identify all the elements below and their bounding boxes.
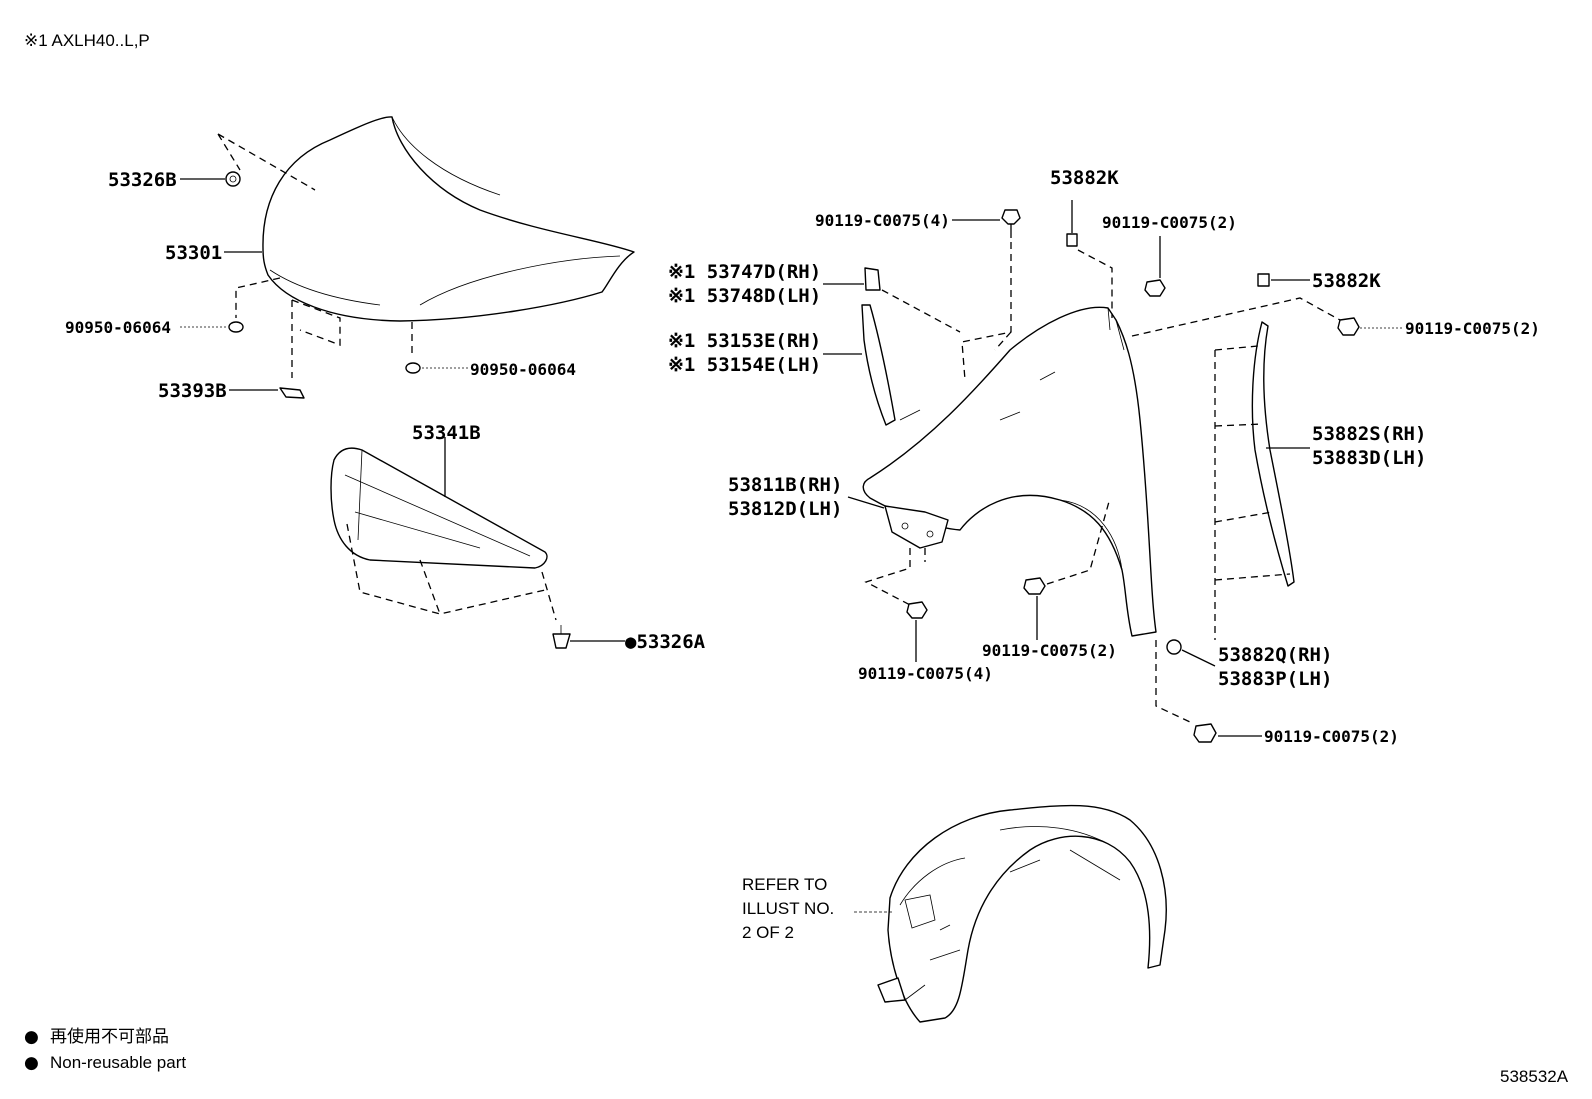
callout-53301: 53301 bbox=[165, 242, 222, 264]
callout-90950-right: 90950-06064 bbox=[470, 360, 576, 379]
callout-53811b: 53811B(RH) bbox=[728, 474, 842, 496]
fender-cap-53747d[interactable] bbox=[864, 267, 881, 291]
fender-bolt-far-right[interactable] bbox=[1337, 317, 1360, 336]
callout-53153e: ※1 53153E(RH) bbox=[668, 330, 821, 352]
legend-marker-2: ● bbox=[24, 1053, 39, 1073]
callout-53882k-right: 53882K bbox=[1312, 270, 1381, 292]
insulator-clip-53326a[interactable] bbox=[552, 625, 571, 649]
refer-note-line-1: REFER TO bbox=[742, 875, 827, 894]
callout-53154e: ※1 53154E(LH) bbox=[668, 354, 821, 376]
callout-53882k-top: 53882K bbox=[1050, 167, 1119, 189]
callout-53326a: ●53326A bbox=[625, 631, 706, 653]
fender-bolt-middle[interactable] bbox=[1023, 577, 1046, 595]
fender-liner-53882s[interactable] bbox=[1251, 321, 1295, 587]
callout-53812d: 53812D(LH) bbox=[728, 498, 842, 520]
callout-90119-4-top: 90119-C0075(4) bbox=[815, 211, 950, 230]
fender-seal-53153e[interactable] bbox=[861, 304, 896, 426]
hood-grommet-left[interactable] bbox=[228, 321, 244, 333]
callout-53341b: 53341B bbox=[412, 422, 481, 444]
fender-bracket-53811b[interactable] bbox=[884, 505, 949, 549]
refer-note-line-2: ILLUST NO. bbox=[742, 899, 834, 918]
hood-grommet-right[interactable] bbox=[405, 362, 421, 374]
callout-90119-2-mid: 90119-C0075(2) bbox=[982, 641, 1117, 660]
callout-53748d: ※1 53748D(LH) bbox=[668, 285, 821, 307]
callout-53882q: 53882Q(RH) bbox=[1218, 644, 1332, 666]
fender-clip-53882q[interactable] bbox=[1166, 639, 1182, 655]
header-note: ※1 AXLH40..L,P bbox=[24, 31, 150, 50]
callout-90950-left: 90950-06064 bbox=[65, 318, 171, 337]
figure-number: 538532A bbox=[1500, 1067, 1569, 1086]
legend-marker-1: ● bbox=[24, 1027, 39, 1047]
hood-clip-53393b[interactable] bbox=[279, 387, 305, 399]
callout-53883d: 53883D(LH) bbox=[1312, 447, 1426, 469]
callout-90119-4-bottom: 90119-C0075(4) bbox=[858, 664, 993, 683]
legend-text-jp: 再使用不可部品 bbox=[50, 1026, 169, 1047]
legend: ● 再使用不可部品 ● Non-reusable part bbox=[24, 1026, 186, 1073]
callout-53393b: 53393B bbox=[158, 380, 227, 402]
callout-90119-2-top: 90119-C0075(2) bbox=[1102, 213, 1237, 232]
legend-text-en: Non-reusable part bbox=[50, 1053, 186, 1072]
fender-clip-53882k-top[interactable] bbox=[1066, 233, 1078, 247]
hood-insulator-53341b[interactable] bbox=[330, 447, 548, 569]
hood-panel[interactable] bbox=[262, 116, 635, 322]
fender-clip-53882k-right[interactable] bbox=[1257, 273, 1270, 287]
callout-53882s: 53882S(RH) bbox=[1312, 423, 1426, 445]
callout-90119-2-bottom: 90119-C0075(2) bbox=[1264, 727, 1399, 746]
refer-note-line-3: 2 OF 2 bbox=[742, 923, 794, 942]
callout-53883p: 53883P(LH) bbox=[1218, 668, 1332, 690]
front-fender-panel[interactable] bbox=[862, 306, 1157, 637]
fender-bolt-bottom[interactable] bbox=[1193, 723, 1217, 743]
callout-53326b: 53326B bbox=[108, 169, 177, 191]
fender-liner-assembly[interactable] bbox=[877, 804, 1167, 1023]
fender-bolt-lower-left[interactable] bbox=[906, 601, 928, 619]
callout-53747d: ※1 53747D(RH) bbox=[668, 261, 821, 283]
callout-90119-2-right: 90119-C0075(2) bbox=[1405, 319, 1540, 338]
fender-bolt-upper-right[interactable] bbox=[1144, 279, 1166, 297]
fender-bolt-top[interactable] bbox=[1001, 209, 1021, 238]
hood-bumper-53326b[interactable] bbox=[225, 171, 241, 187]
